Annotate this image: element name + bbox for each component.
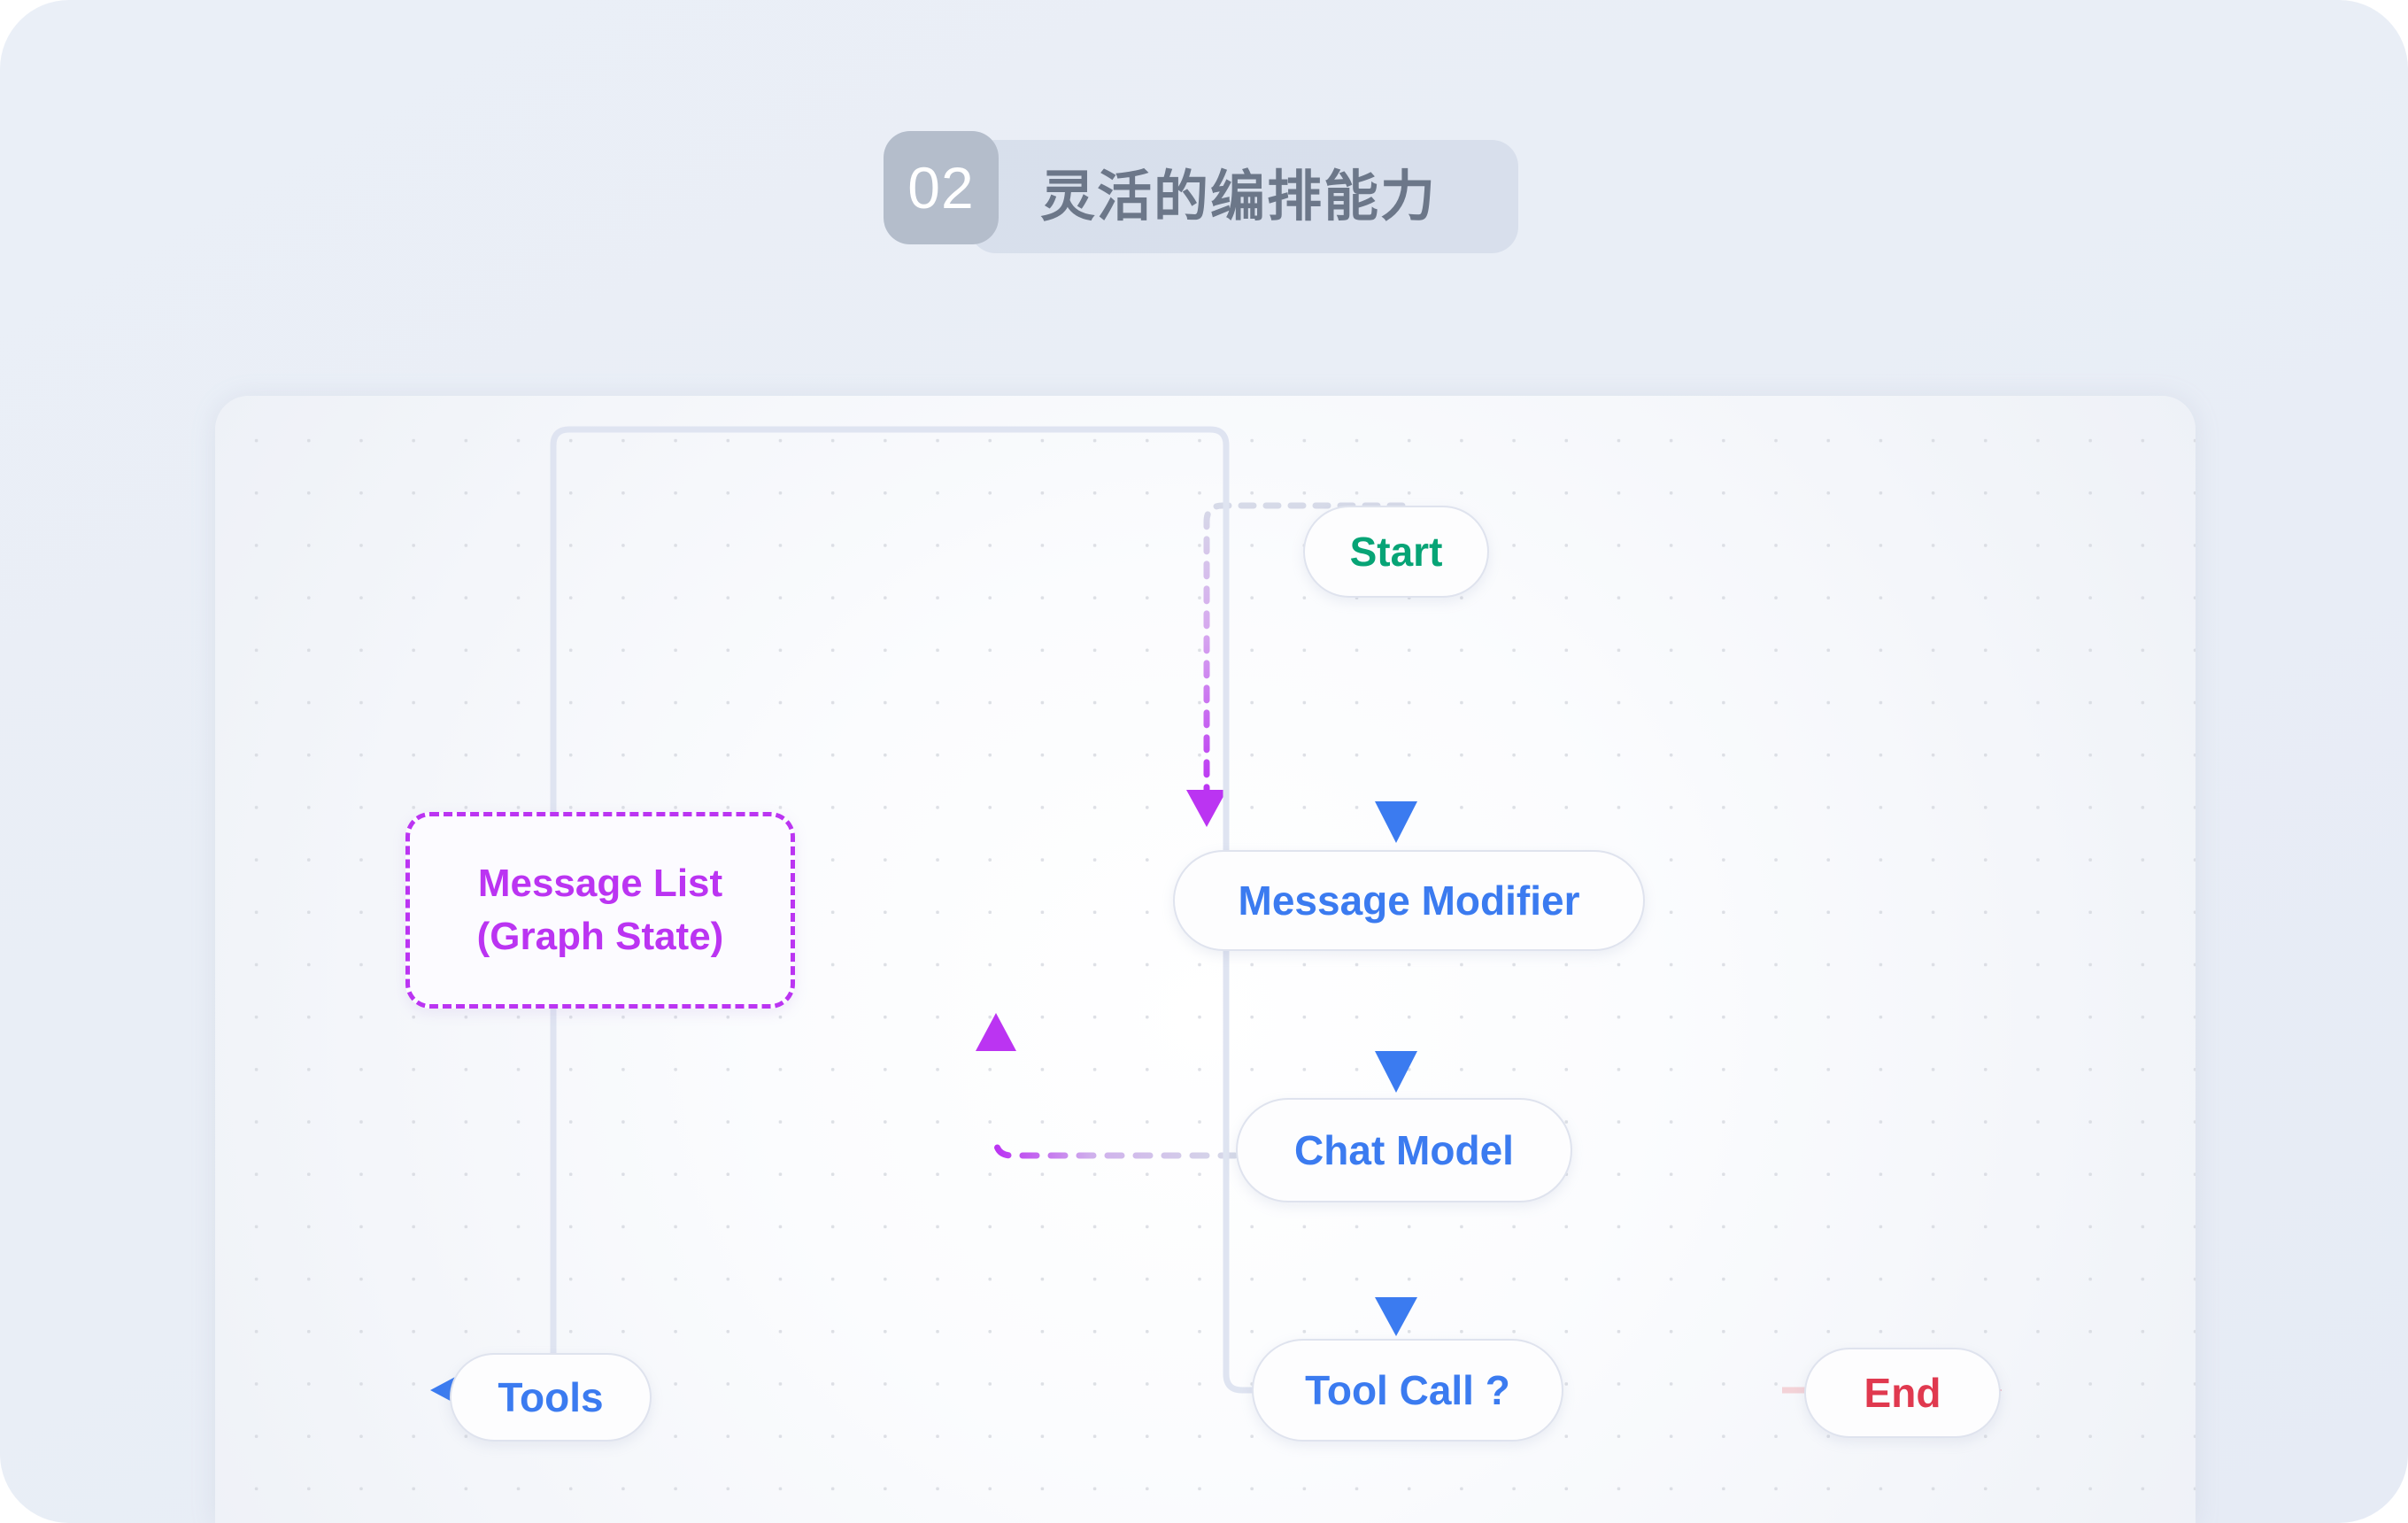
header-backdrop <box>969 140 1518 253</box>
node-start[interactable]: Start <box>1303 506 1489 598</box>
edge-start-to-state <box>1203 502 1406 793</box>
step-number-badge: 02 <box>884 131 999 244</box>
arrowhead-msgmod-top <box>1375 801 1417 843</box>
step-number-text: 02 <box>907 155 975 220</box>
node-message-modifier[interactable]: Message Modifier <box>1173 850 1645 951</box>
node-state-label-line2: (Graph State) <box>476 915 724 958</box>
arrowhead-toolcall-top <box>1375 1297 1417 1336</box>
node-message-list-graph-state[interactable]: Message List (Graph State) <box>405 812 795 1009</box>
node-state-label-line1: Message List <box>477 862 723 906</box>
node-end[interactable]: End <box>1804 1348 2001 1438</box>
node-chat-model[interactable]: Chat Model <box>1236 1098 1572 1202</box>
arrowhead-chatmodel-top <box>1375 1051 1417 1093</box>
node-tool-call[interactable]: Tool Call ? <box>1252 1339 1563 1442</box>
page-title: 灵活的编排能力 <box>1040 166 1438 228</box>
edge-chatmodel-to-state-h <box>992 1136 1239 1159</box>
arrowhead-state-bottom <box>976 1013 1016 1051</box>
node-tools[interactable]: Tools <box>450 1353 652 1442</box>
arrowhead-state-top <box>1186 790 1227 827</box>
